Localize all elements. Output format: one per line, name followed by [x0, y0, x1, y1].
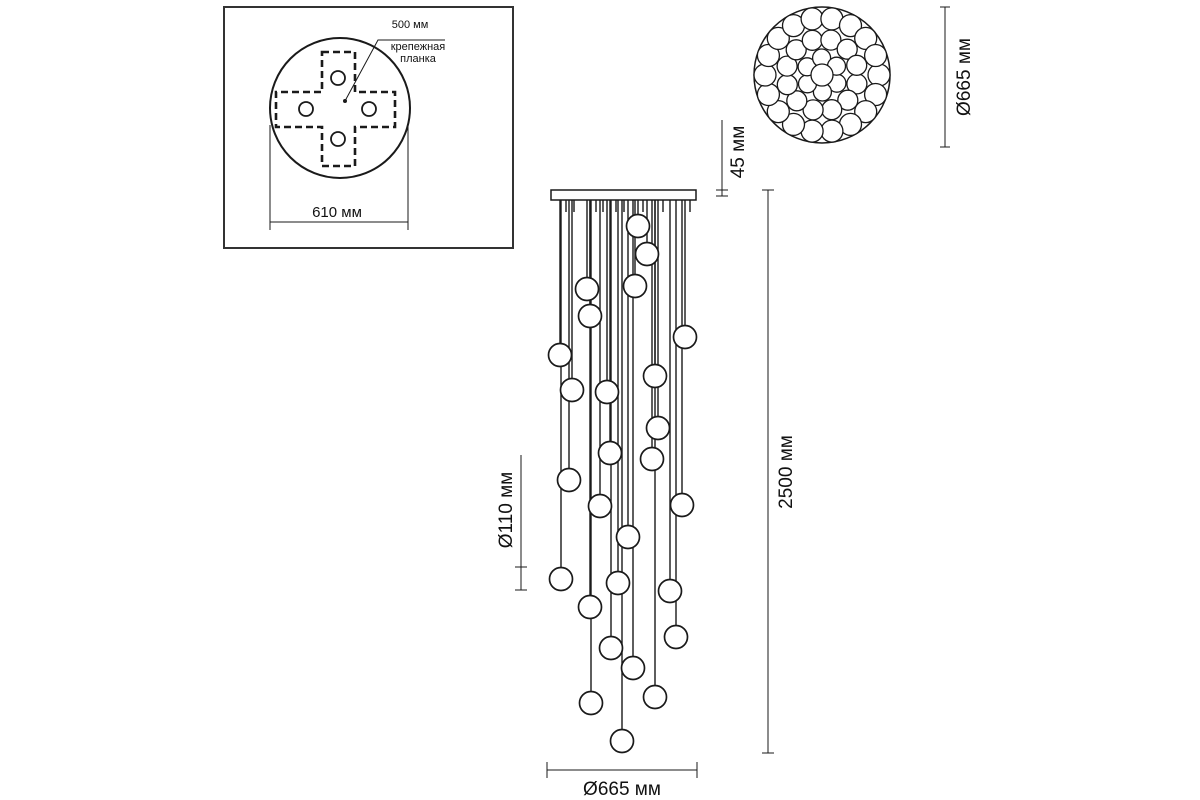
- top-globe: [863, 43, 888, 68]
- mounting-plate-circle: [269, 37, 411, 179]
- top-globe: [838, 13, 863, 38]
- top-globe: [801, 29, 823, 51]
- pendant-globe: [577, 594, 603, 620]
- top-globe: [756, 82, 781, 107]
- pendant-globe: [615, 524, 641, 550]
- pendant-globe: [559, 377, 585, 403]
- pendant-globe: [597, 440, 623, 466]
- pendant-globe: [547, 342, 573, 368]
- top-globe: [776, 55, 798, 77]
- pendant-globe: [556, 467, 582, 493]
- pendant-globe: [598, 635, 624, 661]
- leader-line: [344, 39, 445, 102]
- mount-hole-bottom: [330, 131, 346, 147]
- pendant-globe: [594, 379, 620, 405]
- pendant-globe: [642, 363, 668, 389]
- pendant-globe: [634, 241, 660, 267]
- mount-distance-label: 500 мм: [392, 19, 429, 31]
- bottom-diameter-label: Ø665 мм: [583, 779, 661, 800]
- mount-bar-label-2: планка: [400, 53, 437, 65]
- top-globe: [820, 29, 842, 51]
- pendant-globe: [577, 303, 603, 329]
- mount-bar-label-1: крепежная: [391, 41, 446, 53]
- mounting-bar-cross: [274, 50, 397, 168]
- plate-diameter-label: 610 мм: [312, 204, 362, 221]
- top-globe: [753, 63, 777, 87]
- canopy-height-label: 45 мм: [728, 126, 749, 179]
- pendant-globe: [625, 213, 651, 239]
- top-globe: [766, 26, 790, 51]
- total-height-label: 2500 мм: [776, 435, 797, 509]
- globe-diameter-label: Ø110 мм: [496, 472, 517, 548]
- side-view-cords: [559, 200, 691, 730]
- top-globe: [781, 112, 806, 137]
- top-globe: [785, 39, 807, 61]
- top-globe: [800, 7, 824, 31]
- pendant-globe: [657, 578, 683, 604]
- pendant-globe: [645, 415, 671, 441]
- pendant-globe: [669, 492, 695, 518]
- pendant-globe: [609, 728, 635, 754]
- top-globe: [846, 54, 868, 76]
- top-globe: [837, 89, 859, 111]
- top-globe-center: [810, 63, 834, 87]
- pendant-globe: [605, 570, 631, 596]
- side-view: 45 мм 2500 мм Ø110 мм Ø665 мм: [496, 120, 797, 800]
- detail-frame: [223, 6, 514, 249]
- top-globe: [836, 38, 858, 60]
- pendant-globe: [620, 655, 646, 681]
- top-globe: [776, 74, 798, 96]
- top-view-globes: [753, 7, 891, 143]
- pendant-globe: [642, 684, 668, 710]
- top-globe: [786, 90, 808, 112]
- mount-hole-top: [330, 70, 346, 86]
- top-view: Ø665 мм: [753, 6, 975, 148]
- top-globe: [854, 99, 878, 124]
- mounting-plate-detail: 500 мм крепежная планка 610 мм: [223, 6, 514, 249]
- canopy: [550, 189, 697, 201]
- pendant-globe: [574, 276, 600, 302]
- pendant-globe: [587, 493, 613, 519]
- pendant-globe: [622, 273, 648, 299]
- pendant-globe: [639, 446, 665, 472]
- side-view-globes: [547, 213, 698, 754]
- pendant-globe: [672, 324, 698, 350]
- top-globe: [802, 99, 824, 121]
- mount-hole-left: [298, 101, 314, 117]
- top-globe: [820, 119, 844, 143]
- top-globe: [821, 99, 843, 121]
- pendant-globe: [578, 690, 604, 716]
- mount-hole-right: [361, 101, 377, 117]
- top-view-diameter-label: Ø665 мм: [954, 38, 975, 116]
- top-globe: [867, 63, 891, 87]
- pendant-globe: [663, 624, 689, 650]
- pendant-globe: [548, 566, 574, 592]
